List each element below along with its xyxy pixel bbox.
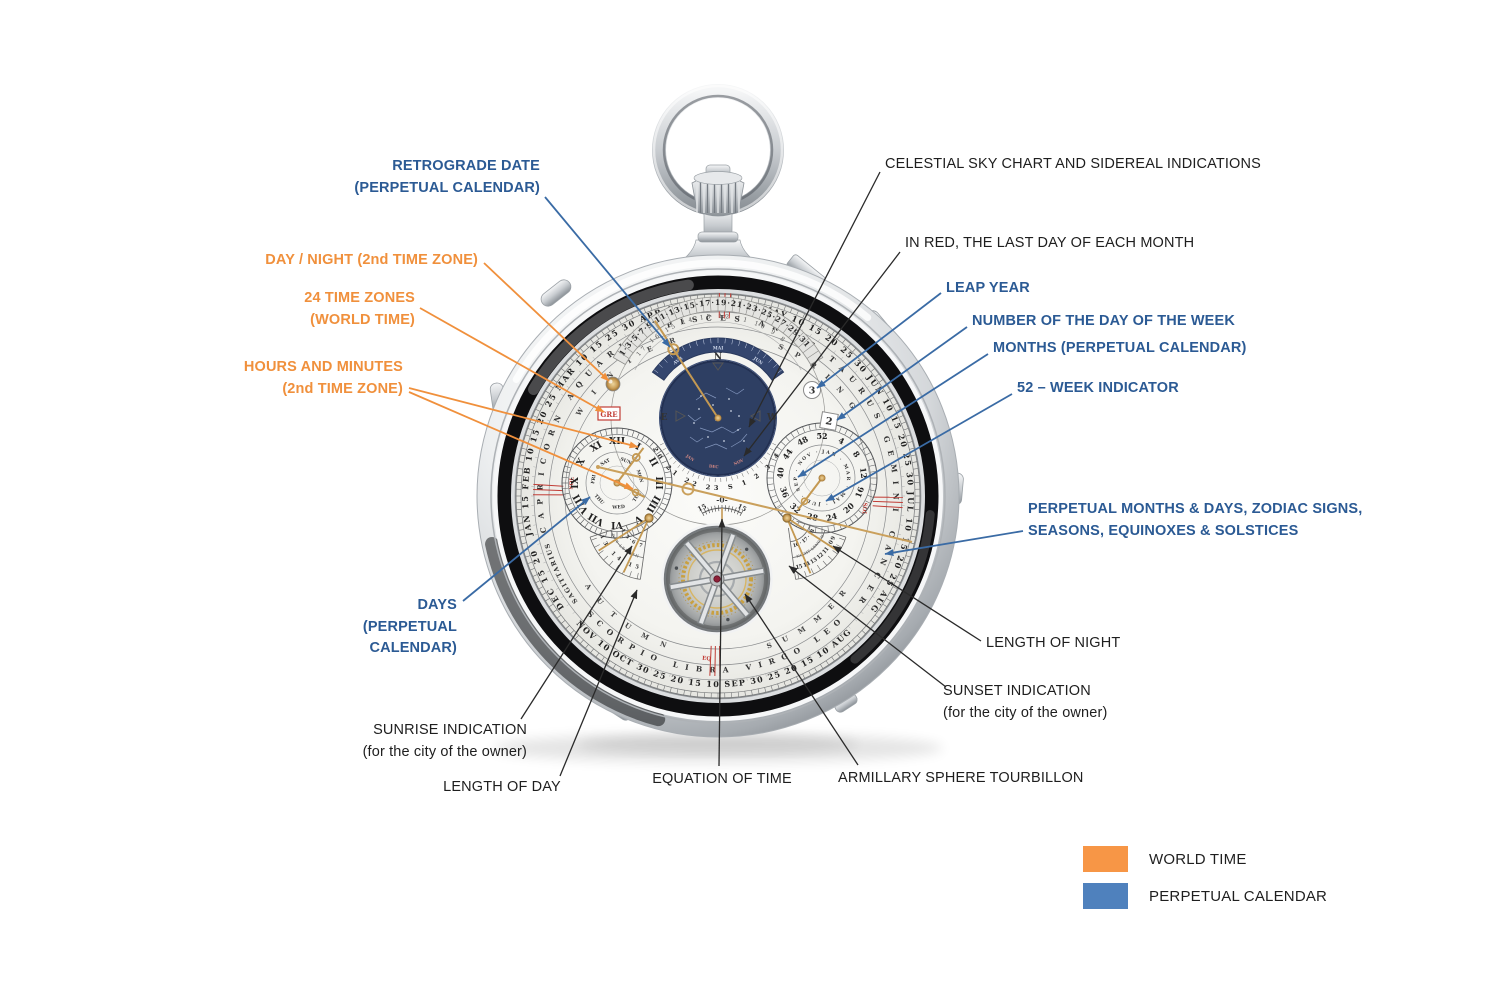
label-line: DAY / NIGHT (2nd TIME ZONE) [265,252,478,268]
label-line: HOURS AND MINUTES [243,359,403,375]
svg-text:IX: IX [570,476,581,488]
label-line: (WORLD TIME) [310,311,415,328]
legend-row-world-time: WORLD TIME [1083,846,1247,872]
svg-text:MAI: MAI [713,346,724,352]
svg-text:12: 12 [858,467,869,479]
svg-text:GRE: GRE [600,410,617,419]
svg-text:N: N [714,353,722,363]
svg-text:AVR: AVR [671,355,684,367]
svg-text:DEC: DEC [709,463,719,469]
label-number-day-of-week: NUMBER OF THE DAY OF THE WEEK [972,311,1242,333]
svg-text:TUE: TUE [632,490,643,503]
label-line: ARMILLARY SPHERE TOURBILLON [838,770,1084,786]
watch-shadow [493,733,943,763]
label-line: (PERPETUAL CALENDAR) [354,179,540,196]
svg-text:SOL: SOL [860,502,867,515]
label-retrograde-date: RETROGRADE DATE (PERPETUAL CALENDAR) [330,156,540,199]
legend-label-world-time: WORLD TIME [1149,850,1247,868]
label-line: SUNSET INDICATION [943,683,1091,699]
label-line: PERPETUAL MONTHS & DAYS, ZODIAC SIGNS, [1028,501,1363,517]
svg-text:E: E [661,413,668,423]
label-leap-year: LEAP YEAR [946,278,1076,300]
label-line: SEASONS, EQUINOXES & SOLSTICES [1028,522,1299,539]
label-sunrise-indication: SUNRISE INDICATION (for the city of the o… [295,720,527,763]
svg-text:8: 8 [851,449,863,460]
svg-text:52: 52 [816,431,827,441]
label-line: LEAP YEAR [946,280,1030,296]
label-line: LENGTH OF NIGHT [986,635,1121,651]
svg-text:2: 2 [824,416,833,428]
label-52-week-indicator: 52 – WEEK INDICATOR [1017,378,1227,400]
label-celestial-sky-chart: CELESTIAL SKY CHART AND SIDEREAL INDICAT… [885,154,1261,176]
legend-swatch-perpetual-calendar [1083,883,1128,909]
label-length-of-night: LENGTH OF NIGHT [986,633,1166,655]
label-line: DAYS [417,597,457,613]
legend-row-perpetual-calendar: PERPETUAL CALENDAR [1083,883,1327,909]
long-gold-hand [596,465,913,543]
label-24-time-zones: 24 TIME ZONES (WORLD TIME) [240,288,415,331]
svg-text:4: 4 [837,435,847,447]
label-perpetual-months-days: PERPETUAL MONTHS & DAYS, ZODIAC SIGNS, SE… [1028,499,1368,542]
svg-text:WED: WED [611,504,625,511]
bow-and-crown [652,84,784,270]
label-line: MONTHS (PERPETUAL CALENDAR) [993,340,1247,356]
label-last-day-in-red: IN RED, THE LAST DAY OF EACH MONTH [905,233,1235,255]
svg-text:JUN: JUN [751,355,764,366]
svg-text:3: 3 [809,386,816,397]
label-line: SUNRISE INDICATION [373,722,527,738]
label-equation-of-time: EQUATION OF TIME [622,769,822,791]
label-line: EQUATION OF TIME [652,771,792,787]
label-line: (for the city of the owner) [943,704,1108,721]
day-of-week-window: 2 [819,411,839,431]
label-line: RETROGRADE DATE [392,158,540,174]
svg-text:15: 15 [696,502,708,513]
label-sunset-indication: SUNSET INDICATION (for the city of the ow… [943,681,1153,724]
label-length-of-day: LENGTH OF DAY [402,777,602,799]
svg-text:NOV: NOV [733,457,745,466]
label-months-perpetual: MONTHS (PERPETUAL CALENDAR) [993,338,1253,360]
svg-text:SOL: SOL [569,477,576,490]
label-day-night: DAY / NIGHT (2nd TIME ZONE) [238,250,478,272]
leap-year-window: 3 [803,381,821,399]
label-hours-minutes: HOURS AND MINUTES (2nd TIME ZONE) [198,357,403,400]
day-night-indicator [605,376,621,392]
city-window: GRE [597,406,621,421]
leader-lines [408,171,1024,777]
label-line: CALENDAR) [369,640,457,656]
label-line: (2nd TIME ZONE) [282,380,403,397]
label-armillary-tourbillon: ARMILLARY SPHERE TOURBILLON [838,768,1088,790]
label-line: (for the city of the owner) [362,743,527,760]
svg-text:24: 24 [825,511,839,523]
label-line: NUMBER OF THE DAY OF THE WEEK [972,313,1235,329]
svg-text:XI: XI [588,439,604,455]
svg-text:-0-: -0- [716,496,727,505]
label-line: CELESTIAL SKY CHART AND SIDEREAL INDICAT… [885,156,1261,172]
label-line: (PERPETUAL [362,618,457,635]
svg-text:EQ: EQ [702,656,712,663]
svg-text:SAT: SAT [600,457,612,467]
svg-text:48: 48 [795,434,810,448]
svg-text:FRI: FRI [590,474,597,484]
svg-text:JAN: JAN [684,453,695,463]
label-line: IN RED, THE LAST DAY OF EACH MONTH [905,235,1195,251]
svg-text:16: 16 [853,485,866,499]
svg-text:40: 40 [775,466,786,479]
legend-swatch-world-time [1083,846,1128,872]
svg-text:SUN: SUN [619,456,633,466]
svg-text:36: 36 [778,485,791,499]
retrograde-hand [653,320,722,422]
label-line: 24 TIME ZONES [304,290,415,306]
svg-text:W: W [766,413,778,423]
legend-label-perpetual-calendar: PERPETUAL CALENDAR [1149,887,1328,905]
svg-text:III: III [653,476,664,490]
svg-text:15: 15 [736,502,748,513]
tourbillon [661,523,773,635]
label-line: LENGTH OF DAY [443,779,561,795]
label-days-perpetual: DAYS (PERPETUAL CALENDAR) [300,595,457,660]
svg-text:VI: VI [611,519,624,530]
label-line: 52 – WEEK INDICATOR [1017,380,1179,396]
